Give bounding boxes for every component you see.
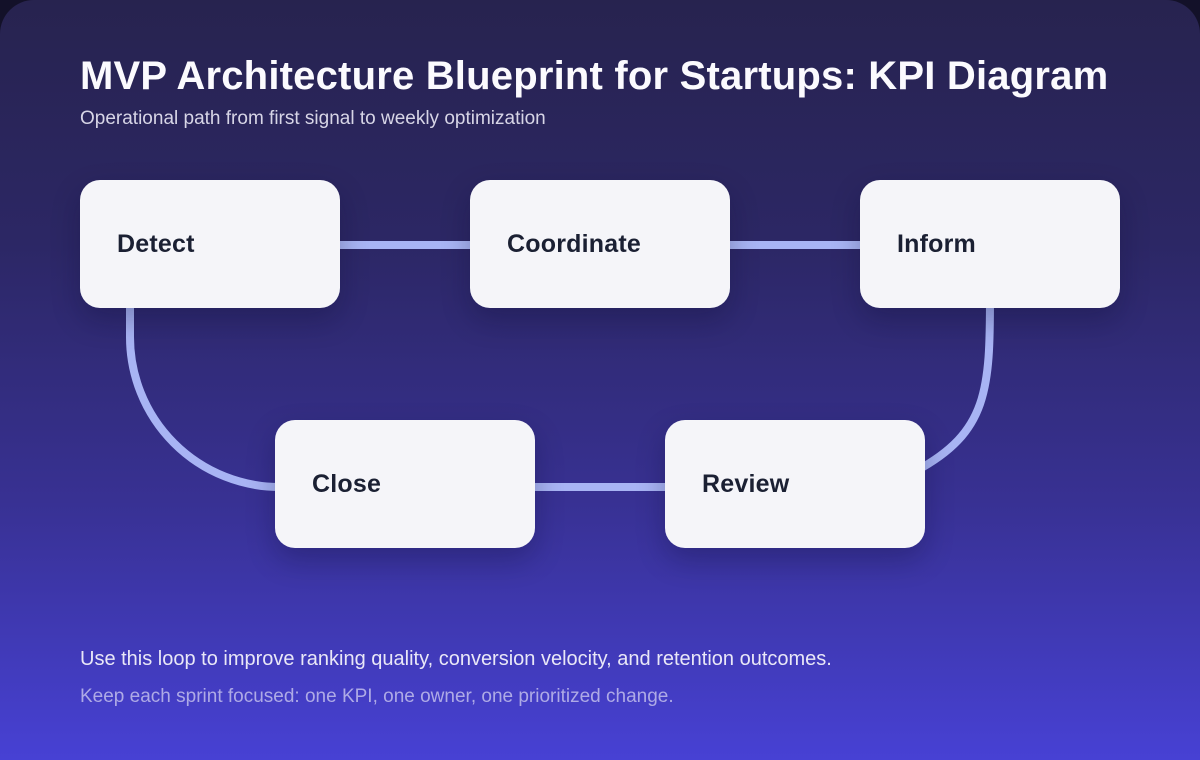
node-label: Review [702,469,790,498]
node-label: Close [312,469,382,498]
node-label: Detect [117,229,195,258]
footer-secondary-text: Keep each sprint focused: one KPI, one o… [80,686,674,707]
diagram-node-detect: Detect [80,180,340,308]
page-title: MVP Architecture Blueprint for Startups:… [80,54,1109,98]
connector-detect-close [126,295,290,491]
diagram-node-review: Review [665,420,925,548]
footer-primary-text: Use this loop to improve ranking quality… [80,648,832,670]
diagram-node-inform: Inform [860,180,1120,308]
node-label: Inform [897,229,976,258]
page-subtitle: Operational path from first signal to we… [80,108,546,129]
connector-inform-review [914,294,994,475]
diagram-node-coordinate: Coordinate [470,180,730,308]
diagram-node-close: Close [275,420,535,548]
node-label: Coordinate [507,229,641,258]
